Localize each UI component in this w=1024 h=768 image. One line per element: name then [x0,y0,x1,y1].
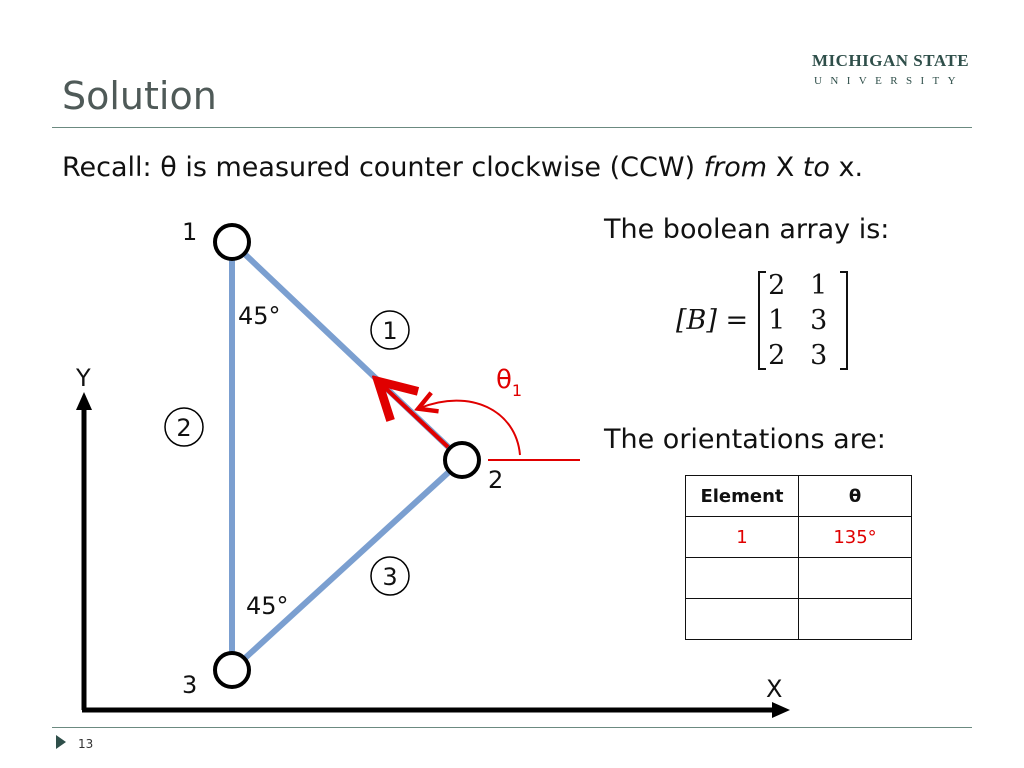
table-cell [798,598,912,640]
element-label-2: 2 [176,414,191,442]
table-cell: 1 [685,516,799,558]
x-axis-label: X [766,675,782,703]
angle-label-top: 45° [238,302,281,330]
page-number: 13 [78,737,94,751]
y-axis-label: Y [75,364,91,392]
matrix-cell: 1 [768,305,786,336]
table-cell: 135° [798,516,912,558]
recall-prefix: Recall: θ is measured counter clockwise … [62,152,704,183]
matrix-cell: 3 [810,305,828,336]
footer-divider [52,727,972,728]
theta-label: θ1 [496,365,522,400]
recall-to: to [802,152,830,183]
table-header-row: Element θ [685,475,912,517]
node-1 [213,223,251,261]
x-axis-arrowhead [772,702,790,718]
table-row: 1 135° [685,516,912,558]
table-row [685,557,912,599]
node-2 [443,441,481,479]
matrix-cell: 2 [768,270,786,301]
column-header-element: Element [685,475,799,517]
slide-title: Solution [62,74,217,118]
node-3 [213,651,251,689]
element-label-3: 3 [382,563,397,591]
node-label-2: 2 [488,466,503,494]
element-circle-2 [164,407,204,447]
orientations-heading: The orientations are: [604,424,886,455]
recall-from: from [703,152,768,183]
table-cell [685,598,799,640]
matrix-lhs: [B] = [676,305,749,336]
theta-arc [420,401,521,456]
matrix-body: 2 1 1 3 2 3 [758,268,849,373]
boolean-heading: The boolean array is: [604,214,890,245]
title-divider [52,127,972,128]
member-3 [229,457,465,673]
matrix-cell: 3 [810,340,828,371]
element-circle-1 [370,310,410,350]
table-cell [685,557,799,599]
table-row [685,598,912,640]
element-label-1: 1 [382,317,397,345]
recall-text: Recall: θ is measured counter clockwise … [62,152,863,183]
column-header-theta: θ [798,475,912,517]
node-label-1: 1 [182,218,197,246]
table-cell [798,557,912,599]
y-axis-arrowhead [76,392,92,410]
orientations-table: Element θ 1 135° [685,475,912,640]
node-label-3: 3 [182,671,197,699]
element-circle-3 [370,556,410,596]
recall-suffix: x. [829,152,864,183]
footer-play-icon [56,735,66,749]
angle-label-bottom: 45° [246,592,289,620]
element-direction-arrow [381,384,450,449]
logo-university: UNIVERSITY [814,75,964,87]
boolean-matrix: [B] = 2 1 1 3 2 3 [676,268,849,373]
logo-michigan-state: MICHIGAN STATE [812,51,970,70]
matrix-cell: 1 [810,270,828,301]
recall-mid: X [767,152,803,183]
matrix-cell: 2 [768,340,786,371]
